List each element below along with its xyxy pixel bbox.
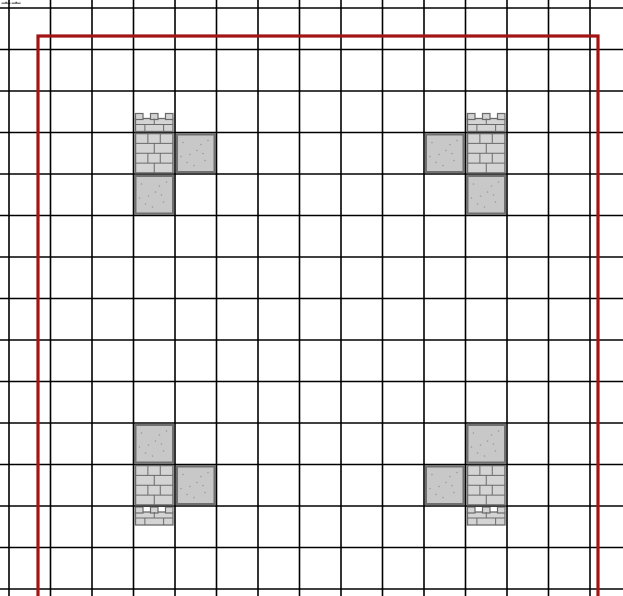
brick-piece[interactable] bbox=[136, 466, 174, 506]
tower-bottom-piece[interactable] bbox=[468, 507, 506, 525]
tower-top-piece[interactable] bbox=[136, 114, 174, 132]
stone-piece[interactable] bbox=[426, 467, 464, 505]
tower-bottom-piece[interactable] bbox=[136, 507, 174, 525]
brick-piece[interactable] bbox=[468, 466, 506, 506]
tower-top-piece[interactable] bbox=[468, 114, 506, 132]
stone-piece[interactable] bbox=[426, 135, 464, 173]
stone-piece[interactable] bbox=[177, 467, 215, 505]
board-pieces bbox=[136, 114, 506, 526]
stone-piece[interactable] bbox=[468, 425, 506, 463]
stone-piece[interactable] bbox=[468, 176, 506, 214]
stone-piece[interactable] bbox=[136, 425, 174, 463]
brick-piece[interactable] bbox=[136, 134, 174, 174]
board-frame bbox=[38, 36, 598, 596]
play-area-border bbox=[38, 36, 598, 596]
stone-piece[interactable] bbox=[177, 135, 215, 173]
stone-piece[interactable] bbox=[136, 176, 174, 214]
brick-piece[interactable] bbox=[468, 134, 506, 174]
